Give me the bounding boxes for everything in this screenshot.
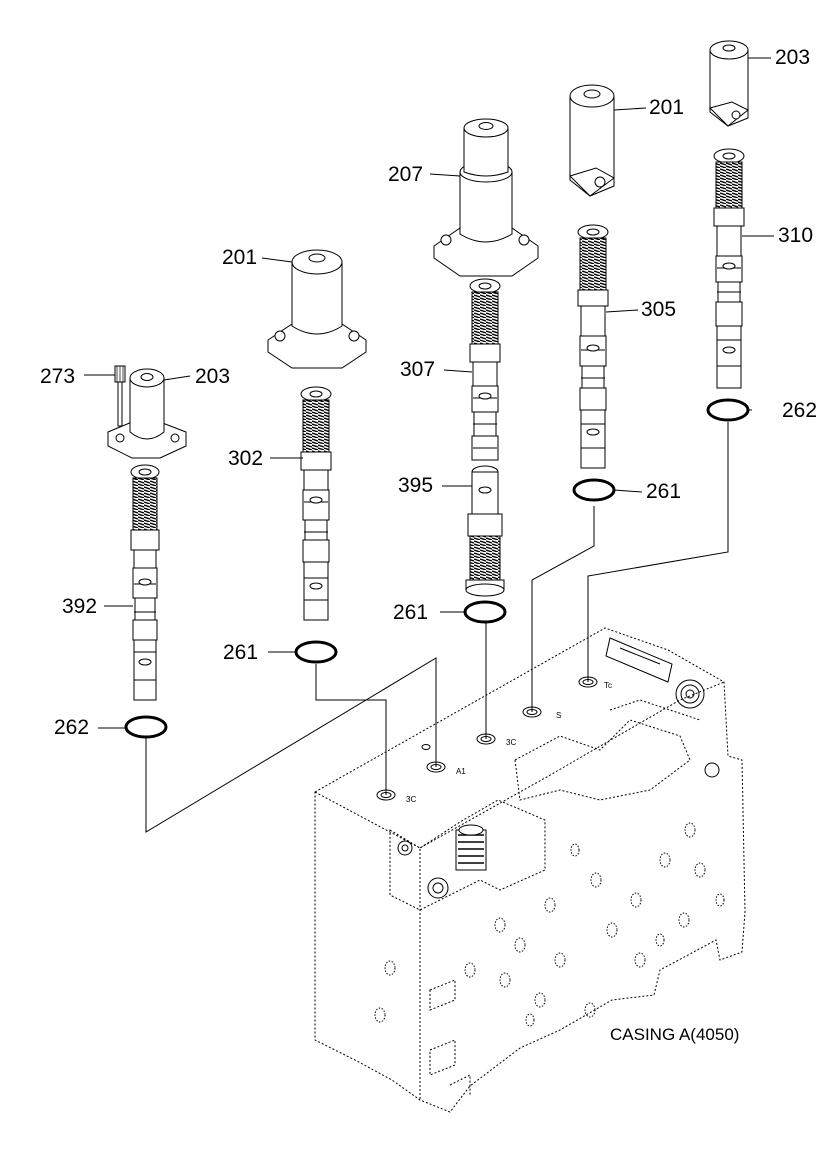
callout-262-right: 262 bbox=[782, 399, 818, 422]
callout-203-top: 203 bbox=[775, 46, 811, 69]
leader-lines bbox=[84, 57, 774, 729]
o-ring-261-right bbox=[572, 478, 616, 502]
callout-310: 310 bbox=[778, 224, 814, 247]
cap-207 bbox=[433, 118, 539, 277]
cap-201-right bbox=[569, 84, 615, 197]
spool-305 bbox=[577, 224, 609, 469]
casing-caption: CASING A(4050) bbox=[610, 1025, 740, 1044]
spool-395 bbox=[465, 465, 505, 597]
callout-305: 305 bbox=[641, 298, 677, 321]
callout-261-right: 261 bbox=[646, 480, 682, 503]
o-ring-261-center bbox=[463, 600, 507, 624]
o-ring-262-left bbox=[124, 715, 168, 739]
port-label-a1: A1 bbox=[456, 767, 466, 776]
callout-201-right: 201 bbox=[649, 96, 685, 119]
bolt-273 bbox=[114, 365, 126, 427]
port-label-3c-b: 3C bbox=[406, 795, 416, 804]
o-ring-261-left bbox=[294, 640, 338, 664]
callout-207: 207 bbox=[388, 163, 424, 186]
callout-201-left: 201 bbox=[222, 246, 258, 269]
callout-392: 392 bbox=[62, 595, 98, 618]
casing-block bbox=[314, 627, 746, 1113]
port-label-s: S bbox=[556, 711, 561, 720]
callout-261-center: 261 bbox=[393, 601, 429, 624]
cap-203-small bbox=[107, 368, 187, 459]
spool-307 bbox=[469, 278, 501, 461]
callout-261-left: 261 bbox=[223, 641, 259, 664]
spool-302 bbox=[300, 386, 332, 621]
cap-201-left bbox=[267, 249, 367, 369]
callout-307: 307 bbox=[400, 358, 436, 381]
cap-203-top bbox=[709, 40, 749, 127]
callout-395: 395 bbox=[398, 474, 434, 497]
callout-203-left: 203 bbox=[195, 365, 231, 388]
o-ring-262-right bbox=[706, 398, 750, 422]
port-label-tc: Tc bbox=[604, 681, 612, 690]
spool-310 bbox=[713, 148, 745, 389]
callout-302: 302 bbox=[228, 447, 264, 470]
spool-392 bbox=[130, 464, 160, 701]
callout-273: 273 bbox=[40, 365, 76, 388]
port-label-3c-a: 3C bbox=[506, 738, 516, 747]
callout-262-left: 262 bbox=[54, 716, 90, 739]
assembly-lines bbox=[145, 422, 729, 833]
